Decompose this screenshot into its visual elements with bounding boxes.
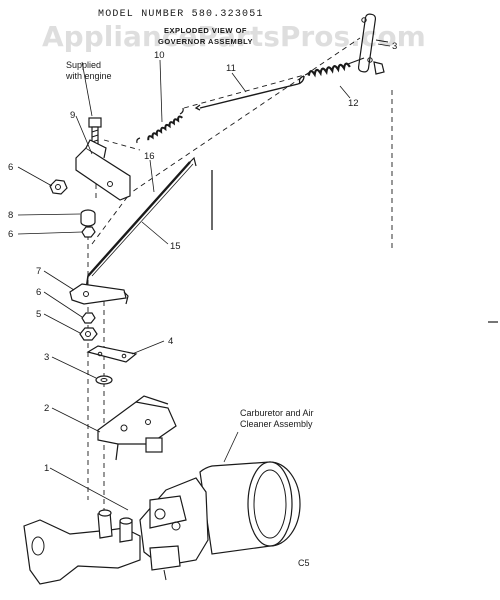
callout-11: 11 bbox=[226, 63, 236, 74]
governor-rod-15 bbox=[85, 156, 197, 291]
callout-1: 1 bbox=[44, 463, 49, 474]
governor-spring-10 bbox=[136, 107, 184, 144]
callout-3-lever: 3 bbox=[392, 41, 397, 52]
callout-labels: 1 2 3 4 5 6 7 6 8 6 9 10 11 12 3 15 16 bbox=[8, 41, 397, 474]
callout-15: 15 bbox=[170, 241, 181, 252]
callout-3-washer: 3 bbox=[44, 352, 49, 363]
assembly-guide-lines bbox=[87, 37, 393, 520]
page-code: C5 bbox=[298, 558, 310, 568]
callout-8: 8 bbox=[8, 210, 13, 221]
governor-spring-12 bbox=[298, 57, 365, 85]
callout-2: 2 bbox=[44, 403, 49, 414]
callout-6-lower: 6 bbox=[36, 287, 41, 298]
washer-3 bbox=[95, 375, 113, 385]
governor-lever-7 bbox=[69, 283, 129, 305]
callout-7: 7 bbox=[36, 266, 41, 277]
hex-nut-6-middle bbox=[81, 226, 96, 238]
spacer-8 bbox=[80, 209, 96, 227]
subtitle-line-1: EXPLODED VIEW OF bbox=[164, 26, 247, 35]
supplied-note-line-1: Supplied bbox=[66, 60, 101, 70]
watermark: AppliancePartsPros.com bbox=[42, 20, 426, 53]
callout-6-middle: 6 bbox=[8, 229, 13, 240]
subtitle-line-2: GOVERNOR ASSEMBLY bbox=[158, 37, 253, 46]
callout-4: 4 bbox=[168, 336, 173, 347]
lever-plate-4 bbox=[86, 345, 138, 363]
callout-10: 10 bbox=[154, 50, 165, 61]
callout-12: 12 bbox=[348, 98, 359, 109]
intake-manifold-1 bbox=[23, 509, 141, 585]
supplied-note-line-2: with engine bbox=[65, 71, 112, 81]
governor-control-lever bbox=[357, 13, 389, 75]
governor-link-rod-11 bbox=[194, 75, 305, 111]
callout-5: 5 bbox=[36, 309, 41, 320]
model-number-header: MODEL NUMBER 580.323051 bbox=[98, 9, 264, 20]
throttle-bracket-2 bbox=[97, 395, 177, 461]
hex-nut-5 bbox=[79, 327, 98, 341]
hex-nut-6-lower bbox=[81, 312, 96, 324]
governor-bracket-9 bbox=[75, 139, 131, 201]
callout-16: 16 bbox=[144, 151, 155, 162]
callout-6-top: 6 bbox=[8, 162, 13, 173]
carburetor-note-line-2: Cleaner Assembly bbox=[240, 419, 313, 429]
carburetor-air-cleaner-assembly bbox=[139, 461, 301, 581]
callout-9: 9 bbox=[70, 110, 75, 121]
callout-leaders bbox=[17, 43, 391, 511]
hex-nut-6-top bbox=[49, 179, 68, 195]
carburetor-note-line-1: Carburetor and Air bbox=[240, 408, 314, 418]
